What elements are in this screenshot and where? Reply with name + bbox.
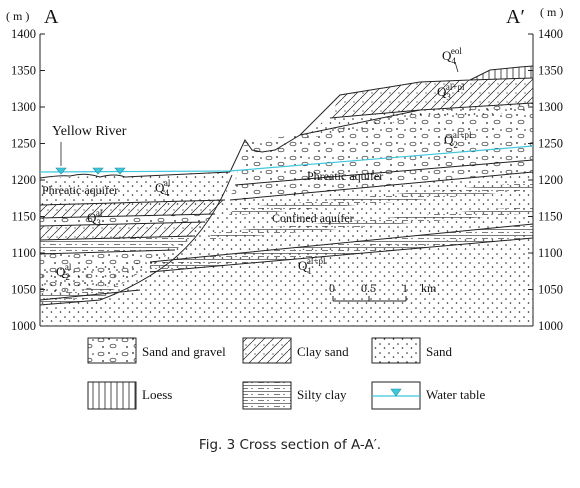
- symbol-q3al: Q3al: [87, 208, 103, 228]
- legend-label: Sand: [426, 344, 453, 359]
- elevation-tick-label: 1050: [538, 283, 563, 297]
- layer-q1-silty-clay: [150, 224, 533, 272]
- legend-swatch-sand-gravel: [87, 337, 137, 364]
- elevation-tick-label: 1100: [11, 246, 36, 260]
- layer-q3al-clay-sand-2: [40, 222, 205, 240]
- elevation-tick-label: 1350: [538, 64, 563, 78]
- elevation-tick-label: 1300: [11, 100, 36, 114]
- scale-05: 0.5: [361, 281, 376, 295]
- elevation-tick-label: 1350: [11, 64, 36, 78]
- elevation-tick-label: 1100: [538, 246, 563, 260]
- scale-bar: 0 0.5 1 km: [329, 281, 437, 302]
- q3-base: [39, 249, 176, 255]
- q1-top: [149, 223, 534, 263]
- legend-swatch-silty-clay: [242, 381, 292, 410]
- elevation-tick-label: 1150: [538, 210, 563, 224]
- elevation-tick-label: 1250: [538, 137, 563, 151]
- confined-label: Confined aquifer: [272, 211, 354, 225]
- line-b: [39, 221, 206, 227]
- line-a: [39, 213, 216, 219]
- label-a-prime: A′: [506, 6, 525, 28]
- elevation-tick-label: 1000: [11, 319, 36, 333]
- legend-label: Water table: [426, 387, 485, 402]
- layer-q2al-gravel: [40, 250, 175, 295]
- elevation-tick-label: 1400: [538, 27, 563, 41]
- figure-caption: Fig. 3 Cross section of A-A′.: [198, 437, 382, 453]
- legend: Sand and gravel Clay sand Sand Loess Sil…: [87, 337, 485, 410]
- water-table-icon: [114, 167, 126, 175]
- legend-label: Clay sand: [297, 344, 349, 359]
- elevation-tick-label: 1400: [11, 27, 36, 41]
- confined-top: [229, 171, 534, 201]
- q3-contact: [329, 109, 421, 119]
- line-c: [39, 235, 196, 241]
- symbol-q2al: Q2al: [56, 262, 72, 282]
- loess-base: [469, 77, 534, 81]
- phreatic-left-label: Phreatic aquifer: [42, 183, 118, 197]
- unit-symbols: Q4al Q3al Q2al Q4eol Q3al+pl Q2al+pl Q1a…: [56, 46, 472, 282]
- legend-label: Sand and gravel: [142, 344, 226, 359]
- layer-silty-clay-2: [205, 206, 533, 240]
- layer-q2-gravel: [230, 103, 533, 200]
- layer-q3al-clay-sand-1: [40, 200, 225, 218]
- layer-q4al-sand: [40, 172, 230, 205]
- yellow-river-label: Yellow River: [52, 124, 127, 139]
- elevation-tick-label: 1200: [11, 173, 36, 187]
- elevation-tick-label: 1050: [11, 283, 36, 297]
- q4-base: [39, 199, 226, 206]
- scale-1: 1: [402, 281, 408, 295]
- label-a: A: [44, 6, 59, 28]
- elevation-tick-label: 1150: [11, 210, 36, 224]
- water-table-icon: [92, 167, 104, 175]
- elevation-tick-label: 1250: [11, 137, 36, 151]
- unit-right: ( m ): [540, 5, 563, 19]
- phreatic-right-label: Phreatic aquifer: [307, 169, 383, 183]
- elevation-tick-label: 1000: [538, 319, 563, 333]
- layer-silty-clay-1: [228, 182, 533, 216]
- loess-leader: [454, 61, 459, 73]
- layer-q4-loess: [470, 66, 533, 80]
- q1-base: [149, 237, 534, 273]
- symbol-q4eol: Q4eol: [442, 46, 462, 66]
- unit-left: ( m ): [6, 9, 29, 23]
- layer-q3al-silty: [40, 236, 195, 254]
- boundary-lines: [39, 65, 534, 306]
- elevation-tick-label: 1300: [538, 100, 563, 114]
- legend-swatch-clay-sand: [242, 337, 292, 364]
- legend-label: Loess: [142, 387, 172, 402]
- water-table-symbols: [55, 167, 126, 175]
- layer-q3-clay-sand: [330, 78, 533, 118]
- symbol-q2alpl: Q2al+pl: [444, 130, 472, 150]
- legend-swatch-loess: [87, 381, 137, 410]
- layer-lower-sand: [40, 235, 533, 326]
- scale-0: 0: [329, 281, 335, 295]
- layer-q3-sand: [300, 103, 533, 140]
- water-table-line: [39, 145, 534, 173]
- lithology-layers: [40, 66, 533, 326]
- water-table-icon: [55, 167, 67, 175]
- symbol-q3alpl: Q3al+pl: [437, 82, 465, 102]
- symbol-q1alpl: Q1al+pl: [298, 256, 326, 276]
- q2-line: [39, 289, 141, 301]
- scale-unit: km: [421, 281, 437, 295]
- legend-label: Silty clay: [297, 387, 347, 402]
- ground-surface-left: [39, 171, 231, 179]
- symbol-q4al: Q4al: [155, 178, 171, 198]
- elevation-ticks: 1400 1400 1350 1350 1300 1300 1250 1250 1200 1200…: [11, 27, 563, 333]
- water-table-icon: [390, 388, 402, 397]
- phreatic-base: [234, 159, 534, 186]
- elevation-tick-label: 1200: [538, 173, 563, 187]
- legend-swatch-sand: [371, 337, 421, 364]
